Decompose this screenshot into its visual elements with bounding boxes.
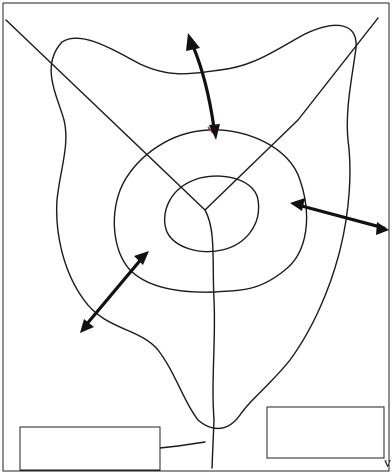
arrow-east [290, 198, 389, 235]
left-label-box [20, 427, 160, 470]
inner-contour [165, 176, 259, 252]
middle-contour [114, 130, 306, 292]
right-label-box [267, 407, 384, 458]
outer-contour [51, 25, 356, 428]
edge-glyph: v [384, 456, 391, 472]
arrow-north [186, 33, 220, 140]
center-stem [205, 210, 214, 468]
left-diagonal-line [6, 20, 205, 210]
arrow-southwest [80, 251, 149, 333]
right-diagonal-line [205, 18, 378, 210]
box-connector [160, 442, 205, 448]
